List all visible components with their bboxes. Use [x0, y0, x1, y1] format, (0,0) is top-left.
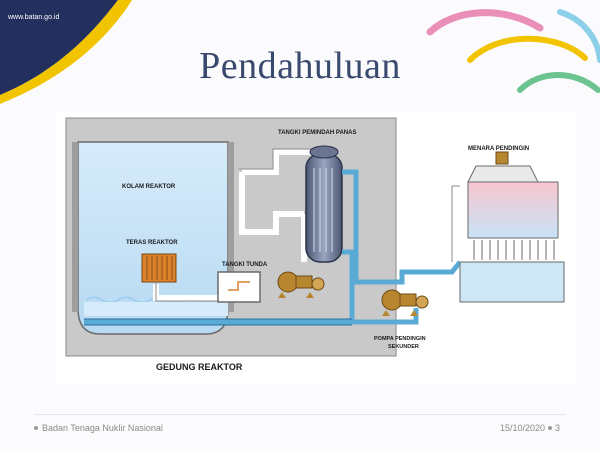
label-tangki-pemindah-panas: TANGKI PEMINDAH PANAS: [278, 130, 356, 136]
secondary-pump: [381, 289, 429, 316]
heat-exchanger-cap: [309, 145, 339, 159]
heat-exchanger-tubes: [313, 168, 333, 252]
corner-yellow-stripe: [0, 0, 132, 104]
label-sekunder: SEKUNDER: [388, 344, 419, 350]
footer-left: Badan Tenaga Nuklir Nasional: [34, 423, 163, 433]
logo-cyan-arc: [557, 9, 600, 63]
footer-divider: [34, 414, 566, 415]
slide-title: Pendahuluan: [199, 45, 401, 87]
page-number: 3: [554, 423, 560, 433]
bullet-dot-icon: [34, 426, 38, 430]
delay-tank-baffle: [228, 281, 250, 291]
cooling-tower: [459, 151, 565, 303]
label-tangki-tunda: TANGKI TUNDA: [222, 262, 268, 268]
label-pompa-pendingin: POMPA PENDINGIN: [374, 336, 426, 342]
delay-tank: [217, 271, 261, 303]
logo-pink-arc: [426, 9, 544, 36]
reactor-core-rods: [146, 256, 173, 280]
tower-pipe-outline: [451, 185, 460, 262]
pool-wall-left: [72, 142, 78, 312]
pool-bottom-water: [84, 302, 228, 316]
secondary-pipes-outline: [84, 318, 352, 326]
logo-green-arc: [517, 72, 600, 93]
label-teras-reaktor: TERAS REAKTOR: [126, 240, 178, 246]
label-gedung-reaktor: GEDUNG REAKTOR: [156, 362, 243, 372]
footer-right: 15/10/2020 3: [500, 423, 560, 433]
corner-navy-shape: [0, 0, 118, 95]
footer-organization: Badan Tenaga Nuklir Nasional: [42, 423, 163, 433]
label-kolam-reaktor: KOLAM REAKTOR: [122, 184, 176, 190]
bullet-dot-icon: [547, 426, 552, 430]
logo-yellow-arc: [467, 35, 588, 63]
primary-pump: [277, 271, 325, 298]
heat-exchanger: [305, 153, 343, 263]
website-url: www.batan.go.id: [8, 14, 60, 21]
reactor-diagram: TANGKI PEMINDAH PANAS MENARA PENDINGIN K…: [56, 112, 576, 384]
footer-date: 15/10/2020: [499, 423, 545, 433]
pool-wall-right: [228, 142, 234, 312]
reactor-core: [141, 253, 177, 283]
secondary-pipes: [84, 169, 462, 325]
label-menara-pendingin: MENARA PENDINGIN: [468, 146, 529, 152]
